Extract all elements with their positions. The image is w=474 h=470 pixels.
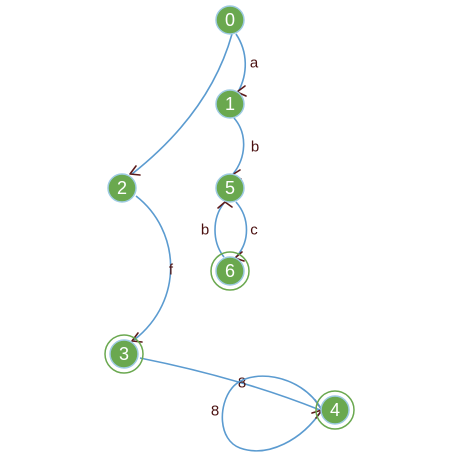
state-1-label: 1 <box>225 94 235 114</box>
edge-3-4-label: 8 <box>238 375 246 392</box>
state-5[interactable]: 5 <box>215 173 245 203</box>
state-4-circle <box>320 395 350 425</box>
nodes-layer: 0 1 5 6 2 3 4 <box>104 5 355 430</box>
edge-3-4 <box>139 357 321 411</box>
edge-0-1 <box>235 33 247 93</box>
state-6-label: 6 <box>225 261 235 281</box>
state-5-label: 5 <box>225 178 235 198</box>
edge-0-2 <box>131 33 233 175</box>
state-0[interactable]: 0 <box>215 5 245 35</box>
edge-6-5 <box>214 202 225 258</box>
state-6-accept-ring <box>210 251 250 291</box>
state-1-circle <box>215 89 245 119</box>
edge-5-6 <box>235 201 248 258</box>
state-1[interactable]: 1 <box>215 89 245 119</box>
edge-2-3 <box>133 195 172 341</box>
state-2-label: 2 <box>117 178 127 198</box>
state-2[interactable]: 2 <box>107 173 137 203</box>
edge-1-5-label: b <box>251 139 259 156</box>
edge-4-4-loop <box>221 375 323 452</box>
edge-5-6-label: c <box>250 222 258 239</box>
edge-6-5-arrowhead <box>217 201 233 209</box>
state-4[interactable]: 4 <box>315 390 355 430</box>
edge-6-5-label: b <box>201 222 209 239</box>
edge-1-5 <box>232 117 245 175</box>
state-6-circle <box>215 256 245 286</box>
state-3-label: 3 <box>119 344 129 364</box>
state-3-circle <box>109 339 139 369</box>
state-3[interactable]: 3 <box>104 334 144 374</box>
state-4-label: 4 <box>330 400 340 420</box>
state-3-accept-ring <box>104 334 144 374</box>
edge-4-4-label: 8 <box>211 403 219 420</box>
state-2-circle <box>107 173 137 203</box>
edge-2-3-label: f <box>169 262 174 279</box>
edge-0-2-arrowhead <box>129 165 141 176</box>
state-0-label: 0 <box>225 10 235 30</box>
state-6[interactable]: 6 <box>210 251 250 291</box>
state-5-circle <box>215 173 245 203</box>
state-0-circle <box>215 5 245 35</box>
edge-0-1-label: a <box>250 55 259 72</box>
state-4-accept-ring <box>315 390 355 430</box>
